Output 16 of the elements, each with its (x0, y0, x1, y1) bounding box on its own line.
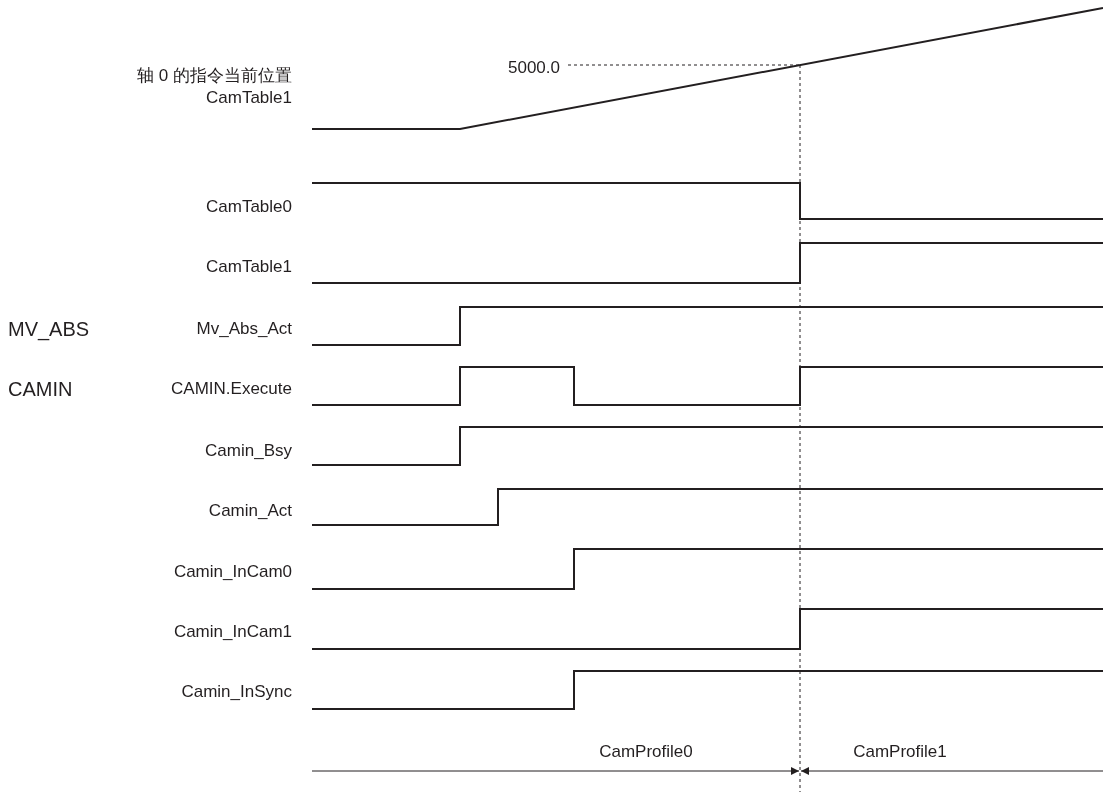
block-label: CAMIN (8, 379, 73, 399)
dimension-label: CamProfile0 (599, 742, 693, 762)
value-label: 5000.0 (508, 58, 560, 78)
signal-label: Camin_InSync (181, 682, 292, 702)
signal-label: Camin_Act (208, 501, 292, 521)
signal-label: CAMIN.Execute (171, 379, 292, 399)
signal-label: Camin_Bsy (205, 441, 292, 461)
signal-label: 轴 0 的指令当前位置 (137, 66, 292, 86)
signal-label: Mv_Abs_Act (196, 319, 292, 339)
signal-label: Camin_InCam0 (173, 562, 292, 582)
signal-label: CamTable1 (206, 88, 292, 108)
signal-label: CamTable1 (206, 257, 292, 277)
dimension-label: CamProfile1 (853, 742, 947, 762)
signal-label: CamTable0 (206, 197, 292, 217)
block-label: MV_ABS (8, 319, 90, 339)
signal-label: Camin_InCam1 (173, 622, 292, 642)
